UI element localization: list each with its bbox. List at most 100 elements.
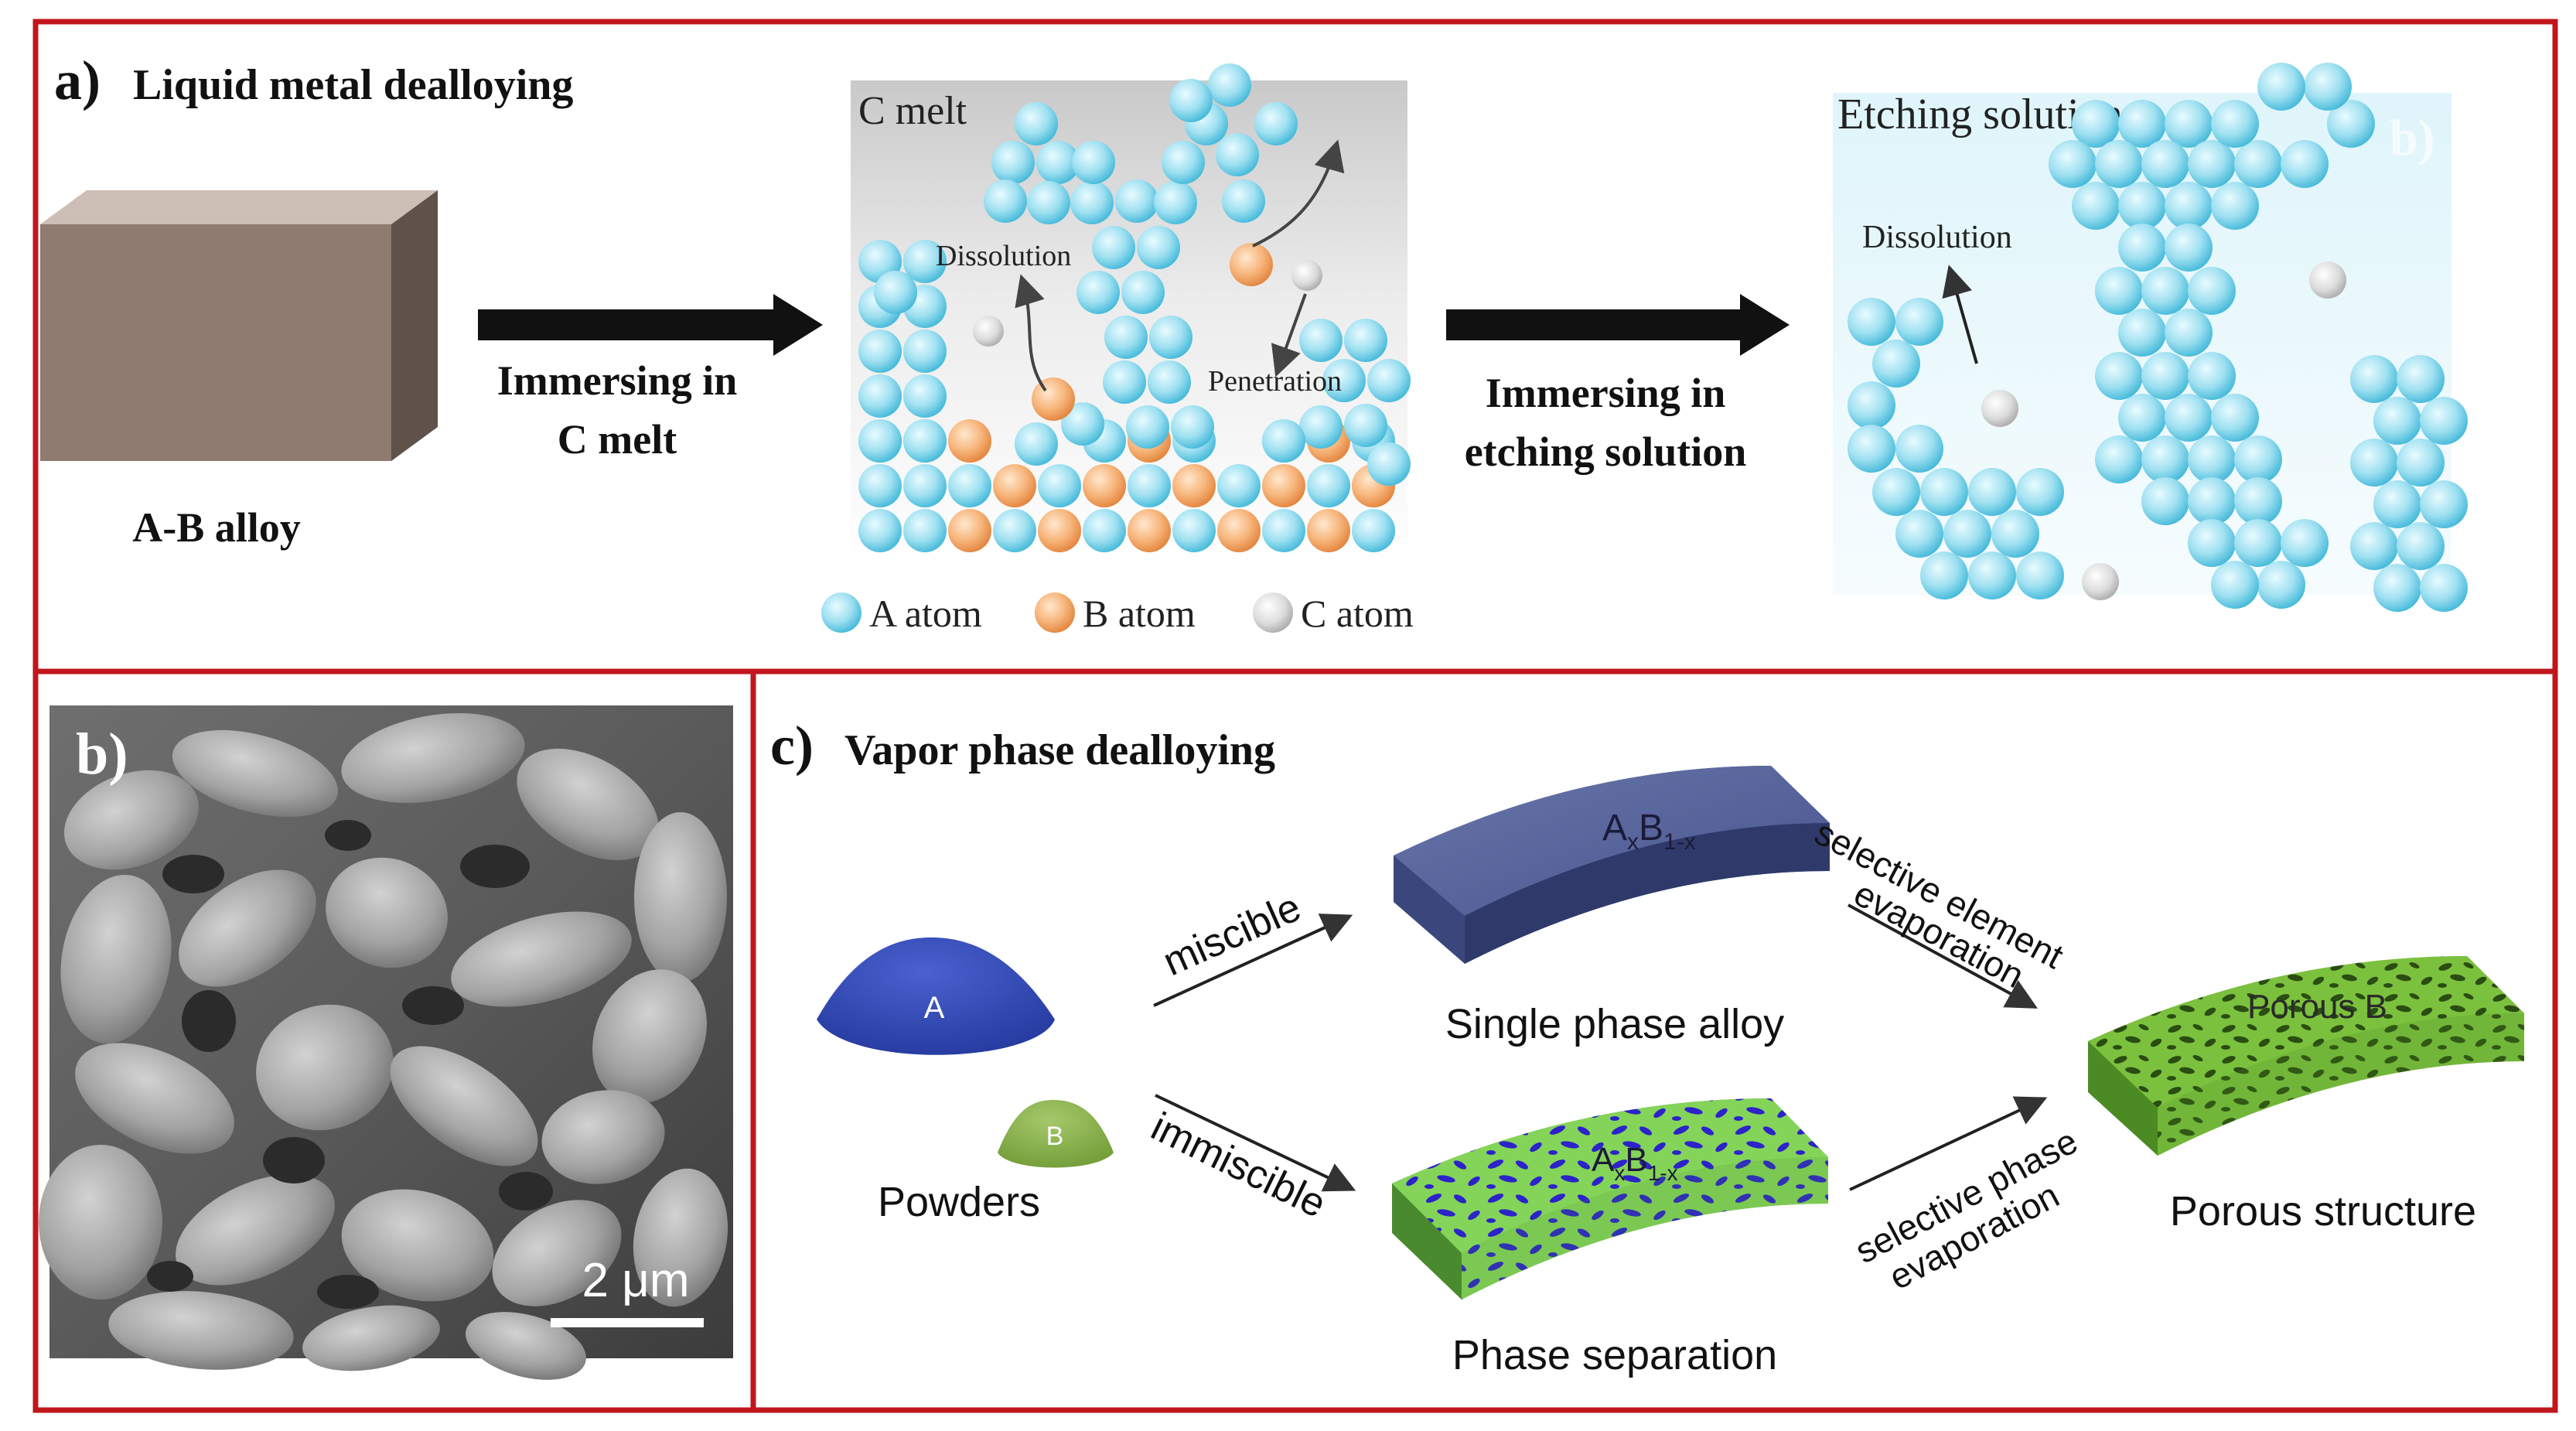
sem-pore (182, 990, 236, 1052)
sem-pore (460, 845, 530, 888)
a-atom (2049, 140, 2097, 188)
a-atom (2072, 182, 2120, 230)
c-atom (973, 316, 1004, 347)
a-atom (1208, 63, 1251, 107)
a-atom (1848, 425, 1895, 473)
sem-ligament (451, 911, 632, 1007)
a-atom (1171, 405, 1214, 449)
a-atom (2118, 309, 2166, 357)
a-atom (858, 509, 902, 552)
c-atom (2309, 261, 2346, 299)
a-atom (1262, 509, 1305, 552)
sem-ligament (341, 712, 525, 804)
c-atom (1981, 390, 2018, 427)
sem-ligament (633, 1168, 728, 1307)
a-atom (2397, 522, 2445, 570)
a-atom (2234, 519, 2282, 567)
penetration-label: Penetration (1208, 365, 1342, 398)
a-atom (1076, 271, 1120, 314)
powder-a-text: A (924, 991, 945, 1025)
immersing-arrow-1 (478, 294, 823, 356)
b-atom (948, 419, 991, 463)
a-atom (1299, 405, 1343, 449)
a-atom (1872, 468, 1920, 516)
sem-ligament (326, 857, 448, 968)
sem-ligament (466, 1312, 586, 1380)
a-atom (984, 179, 1027, 223)
a-atom (1015, 422, 1058, 466)
a-atom (1172, 509, 1216, 552)
step2-line2: etching solution (1465, 429, 1747, 475)
selective-element-arrow (1848, 903, 2039, 1009)
a-atom (2118, 100, 2166, 148)
a-atom (2165, 100, 2213, 148)
panel-c-label: c) (770, 715, 814, 777)
sem-ligament (60, 874, 172, 1044)
phase-separation-slab (1392, 1098, 1828, 1300)
melt-label: C melt (858, 89, 967, 133)
a-atom (2281, 519, 2329, 567)
immersing-arrow-2 (1446, 294, 1790, 356)
panel-a: a) Liquid metal dealloying A-B alloy Imm… (40, 50, 2468, 635)
a-atom (1322, 359, 1366, 402)
single-phase-label: Single phase alloy (1445, 1001, 1784, 1047)
b-atom (993, 464, 1036, 507)
a-atom (1943, 510, 1991, 558)
legend-b-text: B atom (1083, 592, 1196, 635)
b-atom (1172, 464, 1216, 507)
a-atom (1217, 464, 1261, 507)
a-atom (1344, 404, 1387, 447)
a-atom (2420, 480, 2468, 528)
sem-ligament (592, 969, 707, 1104)
b-atom (1083, 464, 1126, 507)
a-atom (1036, 141, 1080, 184)
a-atom (2095, 352, 2143, 400)
a-atom (2095, 435, 2143, 483)
a-atom (2118, 224, 2166, 272)
step1-line2: C melt (558, 416, 677, 463)
a-atom (2072, 100, 2120, 148)
sem-ligament (302, 1305, 440, 1371)
sem-ligament (108, 1291, 294, 1370)
a-atom (2373, 564, 2421, 612)
a-atom (903, 509, 947, 552)
a-atom (2188, 352, 2236, 400)
a-atom (1254, 102, 1298, 145)
legend-c-text: C atom (1301, 592, 1414, 635)
a-atom (2188, 519, 2236, 567)
phase-separation-label: Phase separation (1452, 1332, 1777, 1378)
a-atom (1968, 552, 2016, 599)
panel-b: b) 2 μm (39, 705, 733, 1380)
sem-pore (325, 820, 371, 851)
sem-ligament (39, 1145, 162, 1300)
a-atom (2016, 468, 2064, 516)
a-atom (2188, 267, 2236, 315)
a-atom (1367, 359, 1411, 402)
sem-ligament (390, 1046, 538, 1166)
a-atom (858, 419, 902, 463)
dissolution-arrow (1015, 274, 1047, 392)
sem-pore (499, 1172, 553, 1211)
a-atom (2165, 224, 2213, 272)
etching-atoms (1848, 63, 2468, 612)
a-atom (2350, 355, 2398, 403)
a-atom (1104, 316, 1148, 359)
a-atom (1137, 226, 1180, 269)
a-atom (1895, 298, 1943, 346)
a-atom (1115, 179, 1158, 223)
panel-c: c) Vapor phase dealloying A B Powders mi… (770, 715, 2524, 1378)
a-atom (1848, 381, 1895, 429)
etching-dissolution-label: Dissolution (1862, 220, 2012, 255)
a-atom (2211, 394, 2259, 442)
alloy-label: A-B alloy (132, 504, 301, 551)
a-atom (2350, 439, 2398, 487)
porous-structure-label: Porous structure (2170, 1188, 2476, 1235)
b-atom (1230, 243, 1273, 286)
a-atom (2141, 352, 2189, 400)
sem-ligament (172, 729, 339, 818)
b-atom (1128, 509, 1171, 552)
a-atom (858, 330, 902, 373)
b-atom (1038, 509, 1081, 552)
b-atom (1307, 509, 1350, 552)
